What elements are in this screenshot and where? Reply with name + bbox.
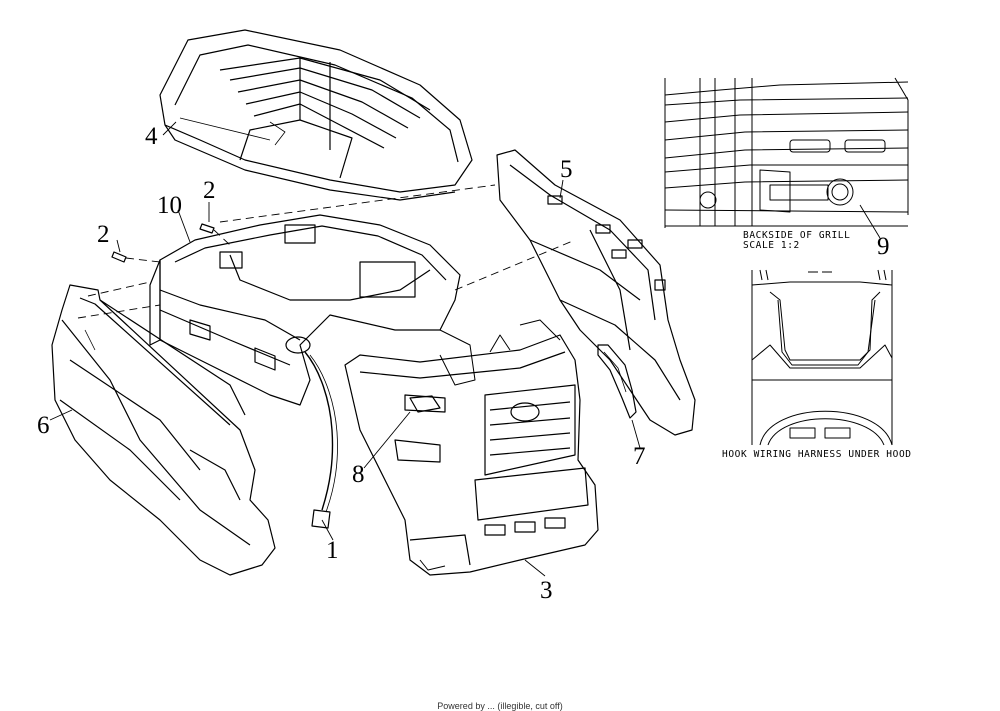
callout-6: 6 [37,412,50,439]
callout-2-left: 2 [97,221,110,248]
leader-lines [49,121,881,577]
wiring-harness-part [304,351,338,529]
hood-base-frame-part [149,214,476,406]
callout-4: 4 [145,123,158,150]
callout-5: 5 [560,156,573,183]
hood-top-part [159,29,473,201]
right-side-panel-part [496,149,696,436]
callout-3: 3 [540,577,553,604]
harness-hook-detail-view [751,269,893,446]
grill-clip-part [409,395,441,413]
callout-1: 1 [326,537,339,564]
callout-2-top: 2 [203,177,216,204]
screw-part [111,223,215,263]
page-footer: Powered by ... (illegible, cut off) [437,701,563,711]
callout-9: 9 [877,233,890,260]
front-grill-part [344,319,599,576]
harness-detail-caption: HOOK WIRING HARNESS UNDER HOOD [722,449,912,460]
alignment-lines [77,184,576,319]
callout-8: 8 [352,461,365,488]
side-bracket-part [597,344,637,419]
grill-detail-caption-line2: SCALE 1:2 [743,240,800,251]
callout-7: 7 [633,443,646,470]
grill-backside-detail-view [664,77,909,228]
grill-detail-caption-line1: BACKSIDE OF GRILL [743,230,851,241]
callout-10: 10 [157,192,182,219]
left-side-panel-part [51,284,276,576]
